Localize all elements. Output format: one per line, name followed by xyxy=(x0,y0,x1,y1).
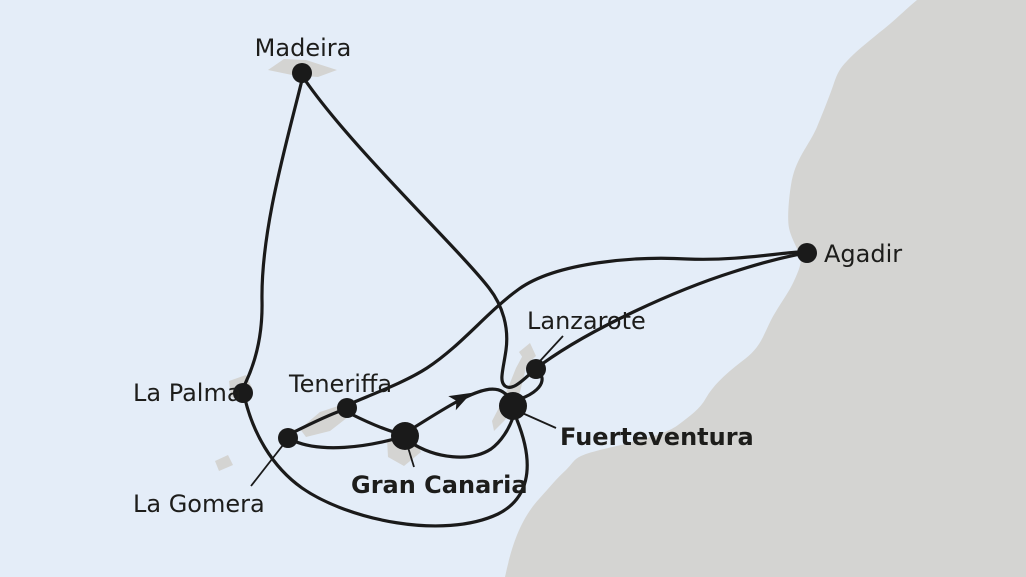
leader-line-la-gomera xyxy=(250,444,284,487)
africa-coast xyxy=(505,0,1026,577)
port-dots xyxy=(233,63,817,450)
route-madeira-la-palma xyxy=(242,78,304,388)
direction-arrow-icon xyxy=(448,392,472,411)
port-dot-lanzarote xyxy=(526,359,546,379)
route-la-gomera-gran-canaria xyxy=(292,436,400,450)
port-labels: MadeiraAgadirLanzaroteFuerteventuraGran … xyxy=(133,34,902,518)
port-dot-la-palma xyxy=(233,383,253,403)
route-la-palma-fuerteventura-south xyxy=(243,397,529,528)
port-label-madeira: Madeira xyxy=(255,34,352,62)
route-teneriffa-agadir xyxy=(350,250,802,405)
route-gran-canaria-fuerteventura-south xyxy=(408,418,514,459)
port-dot-fuerteventura xyxy=(499,392,527,420)
port-dot-teneriffa xyxy=(337,398,357,418)
route-madeira-lanzarote xyxy=(303,78,532,389)
port-label-fuerteventura: Fuerteventura xyxy=(560,423,754,451)
port-dot-la-gomera xyxy=(278,428,298,448)
lanzarote-island xyxy=(519,343,536,364)
port-dot-gran-canaria xyxy=(391,422,419,450)
direction-arrow-layer xyxy=(448,392,472,411)
port-label-la-palma: La Palma xyxy=(133,379,242,407)
port-label-la-gomera: La Gomera xyxy=(133,490,265,518)
leader-line-lanzarote xyxy=(539,335,564,362)
port-dot-agadir xyxy=(797,243,817,263)
port-label-gran-canaria: Gran Canaria xyxy=(351,471,528,499)
port-label-lanzarote: Lanzarote xyxy=(527,307,646,335)
route-lines xyxy=(242,78,802,528)
el-hierro-island xyxy=(215,455,233,471)
port-label-teneriffa: Teneriffa xyxy=(288,370,392,398)
port-label-agadir: Agadir xyxy=(824,240,902,268)
route-lanzarote-agadir xyxy=(540,252,802,366)
leader-line-fuerteventura xyxy=(519,411,557,429)
port-dot-madeira xyxy=(292,63,312,83)
